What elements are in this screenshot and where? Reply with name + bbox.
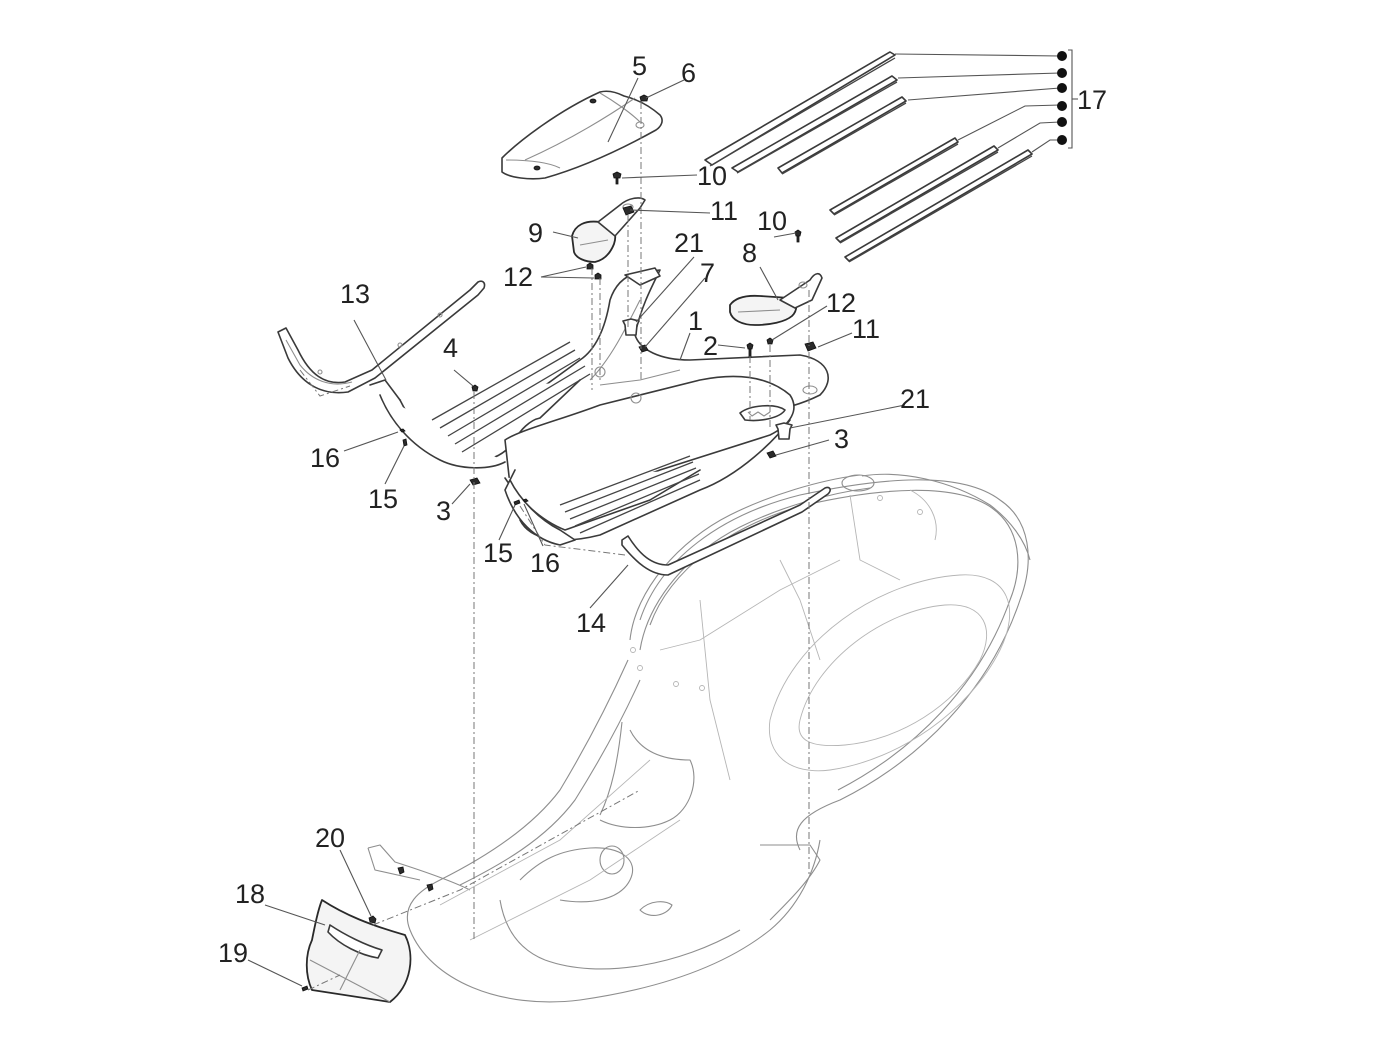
callout-10: 10 — [757, 206, 787, 236]
leader-lines — [247, 77, 906, 987]
rubber-strip[interactable] — [777, 96, 907, 175]
front-spoiler-cover[interactable] — [305, 899, 412, 1003]
callout-16: 16 — [310, 443, 340, 473]
strip-bullet — [1057, 101, 1067, 111]
screw-12 — [766, 337, 774, 345]
callout-16: 16 — [530, 548, 560, 578]
callout-7: 7 — [700, 258, 715, 288]
callout-3: 3 — [436, 496, 451, 526]
scooter-body-frame — [367, 473, 1031, 1003]
clip-nut-11 — [804, 341, 817, 352]
assembly-lines — [307, 102, 810, 991]
screw-6 — [639, 94, 649, 102]
screw-12 — [586, 262, 594, 270]
strip-bullet — [1057, 51, 1067, 61]
callout-17: 17 — [1077, 85, 1107, 115]
clip-nut-11 — [622, 205, 635, 216]
strip-bullet — [1057, 83, 1067, 93]
screw-4 — [471, 384, 479, 392]
rubber-strip[interactable] — [731, 75, 898, 174]
screw-2 — [746, 342, 754, 358]
left-footrest-bracket[interactable] — [571, 197, 646, 263]
footrest-rubber-strips[interactable] — [704, 49, 1078, 263]
washer-16 — [522, 498, 529, 503]
callout-labels: 5 6 10 11 9 21 12 7 10 8 12 13 1 2 11 4 … — [218, 51, 1107, 968]
strip-bullet — [1057, 68, 1067, 78]
callout-15: 15 — [368, 484, 398, 514]
screw-15 — [513, 499, 521, 506]
fasteners — [301, 94, 817, 992]
callout-13: 13 — [340, 279, 370, 309]
screw-19 — [301, 985, 309, 992]
rubber-strip[interactable] — [835, 145, 999, 244]
callout-9: 9 — [528, 218, 543, 248]
screw-15 — [402, 438, 408, 447]
callout-11: 11 — [710, 196, 738, 226]
right-footrest-bracket[interactable] — [729, 272, 823, 326]
strip-bullet — [1057, 135, 1067, 145]
callout-12: 12 — [826, 288, 856, 318]
callout-6: 6 — [681, 58, 696, 88]
rubber-strip[interactable] — [844, 149, 1033, 263]
plug-21 — [622, 318, 640, 336]
callout-2: 2 — [703, 331, 718, 361]
callout-21: 21 — [900, 384, 930, 414]
callout-14: 14 — [576, 608, 606, 638]
callout-4: 4 — [443, 333, 458, 363]
callout-3: 3 — [834, 424, 849, 454]
central-tunnel-cover[interactable] — [501, 90, 663, 180]
rubber-strip[interactable] — [829, 137, 959, 216]
callout-12: 12 — [503, 262, 533, 292]
callout-1: 1 — [688, 306, 703, 336]
strip-bullet — [1057, 117, 1067, 127]
washer-16 — [399, 428, 406, 433]
callout-11: 11 — [852, 314, 880, 344]
floor-panel[interactable] — [369, 267, 829, 546]
screw-10 — [612, 171, 622, 185]
plug-21 — [775, 422, 793, 440]
right-side-trim[interactable] — [621, 486, 831, 576]
callout-8: 8 — [742, 238, 757, 268]
rubber-strip[interactable] — [704, 51, 896, 167]
callout-18: 18 — [235, 879, 265, 909]
callout-15: 15 — [483, 538, 513, 568]
clip-nut-3 — [469, 477, 481, 486]
clip-nut-20 — [368, 915, 377, 924]
callout-21: 21 — [674, 228, 704, 258]
callout-20: 20 — [315, 823, 345, 853]
callout-19: 19 — [218, 938, 248, 968]
callout-5: 5 — [632, 51, 647, 81]
callout-10: 10 — [697, 161, 727, 191]
screw-12 — [594, 272, 602, 280]
screw-10 — [794, 229, 802, 243]
clip-nut-3 — [766, 450, 777, 459]
